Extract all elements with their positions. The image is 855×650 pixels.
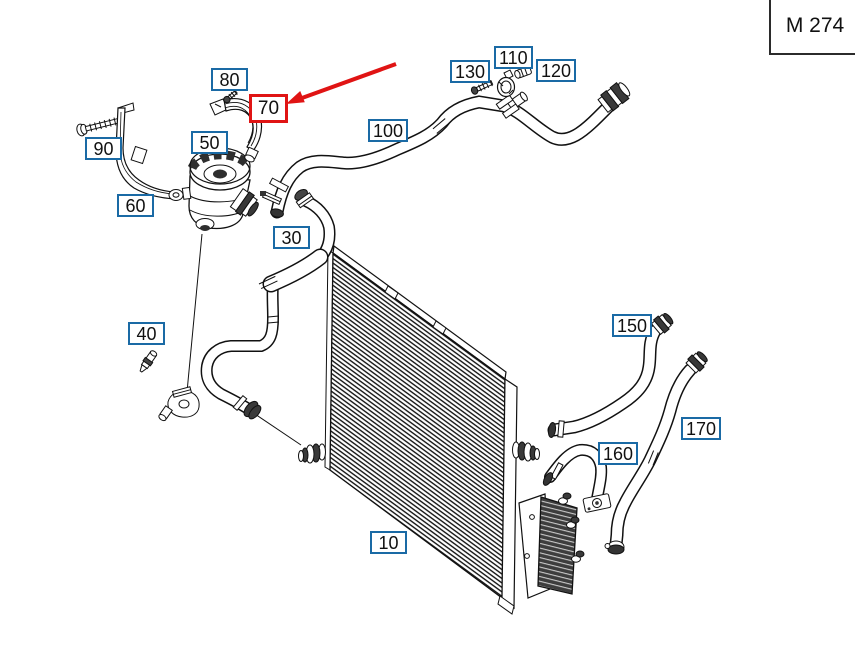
part-label-130[interactable]: 130 [450, 60, 491, 83]
bushing-120 [514, 65, 532, 79]
highlight-arrow [286, 62, 397, 104]
part-label-70-highlighted[interactable]: 70 [249, 94, 288, 123]
hose-170 [604, 351, 708, 555]
oil-cooler [518, 492, 585, 599]
hose-160 [542, 443, 612, 513]
bracket-60 [115, 102, 184, 201]
part-label-120[interactable]: 120 [536, 59, 577, 82]
part-label-60[interactable]: 60 [117, 194, 154, 217]
radiator-outlet-port [512, 441, 540, 462]
bolt-80 [223, 89, 238, 104]
part-label-100[interactable]: 100 [368, 119, 409, 142]
part-label-110[interactable]: 110 [494, 46, 533, 69]
hose-30 [200, 188, 336, 420]
part-label-160[interactable]: 160 [598, 442, 639, 465]
hose-100 [260, 82, 631, 219]
engine-code-box: M 274 [769, 0, 855, 55]
part-label-30[interactable]: 30 [273, 226, 310, 249]
clamp-110 [496, 69, 516, 98]
drain-fitting-40 [139, 350, 158, 373]
part-label-150[interactable]: 150 [612, 314, 653, 337]
engine-code: M 274 [785, 13, 845, 37]
radiator-10 [298, 244, 540, 615]
screw-130 [470, 79, 494, 95]
part-label-170[interactable]: 170 [681, 417, 722, 440]
part-label-10[interactable]: 10 [370, 531, 407, 554]
part-label-40[interactable]: 40 [128, 322, 165, 345]
part-label-80[interactable]: 80 [211, 68, 248, 91]
radiator-inlet-port [298, 443, 326, 464]
coolant-pump-50 [181, 147, 259, 231]
part-label-90[interactable]: 90 [85, 137, 122, 160]
bolt-90 [76, 117, 120, 137]
leader-lines [186, 233, 302, 446]
hose-150 [547, 312, 674, 438]
part-label-50[interactable]: 50 [191, 131, 228, 154]
connector-fitting [158, 386, 200, 422]
